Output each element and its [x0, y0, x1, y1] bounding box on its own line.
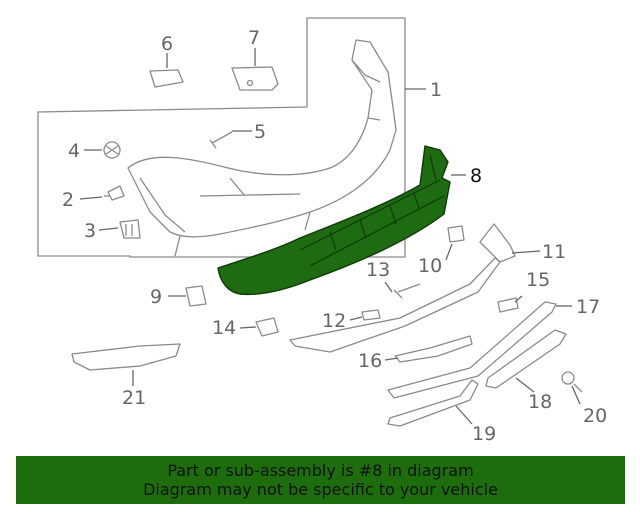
- callout-2: 2: [62, 189, 74, 211]
- callout-8: 8: [470, 165, 482, 187]
- parts-diagram: 1 2 3 4 5 6 7 8 9 10 11 12 13 14 15 16 1…: [37, 17, 607, 445]
- part-9-bracket: [185, 285, 207, 307]
- callout-1: 1: [430, 79, 442, 101]
- notice-banner: Part or sub-assembly is #8 in diagram Di…: [16, 456, 625, 504]
- callout-3: 3: [84, 220, 96, 242]
- part-21-trim: [71, 343, 181, 371]
- callout-7: 7: [248, 27, 260, 49]
- part-14-bracket: [255, 317, 279, 337]
- trim-strip-long: [289, 257, 501, 353]
- callout-18: 18: [528, 391, 552, 413]
- part-16-molding: [394, 335, 473, 363]
- part-3-retainer: [119, 219, 141, 239]
- callout-6: 6: [161, 33, 173, 55]
- banner-line-2: Diagram may not be specific to your vehi…: [143, 480, 498, 499]
- part-20-bolt: [561, 371, 583, 393]
- callout-19: 19: [472, 423, 496, 445]
- callout-11: 11: [542, 241, 566, 263]
- part-6-cap: [149, 69, 184, 88]
- part-2-push-pin: [104, 185, 125, 201]
- part-11-reflector: [479, 223, 516, 263]
- callout-10: 10: [418, 255, 442, 277]
- callout-17: 17: [576, 296, 600, 318]
- part-13-bolt: [393, 283, 421, 299]
- callout-13: 13: [366, 259, 390, 281]
- assembly-outline-box: [37, 17, 406, 258]
- callout-12: 12: [322, 310, 346, 332]
- part-5-screw: [209, 131, 233, 149]
- part-7-bracket: [231, 66, 279, 91]
- callout-15: 15: [526, 269, 550, 291]
- part-10-clip: [447, 225, 465, 243]
- callout-16: 16: [358, 350, 382, 372]
- part-19-trim: [387, 379, 479, 427]
- leader-lines: [79, 48, 581, 425]
- banner-line-1: Part or sub-assembly is #8 in diagram: [167, 461, 474, 480]
- part-15-clip: [497, 297, 519, 313]
- part-12-clip: [361, 309, 381, 321]
- part-18-trim: [485, 329, 567, 389]
- part-8-reinforcement-beam: [217, 145, 451, 296]
- callout-20: 20: [583, 405, 607, 427]
- part-4-clip: [103, 141, 121, 159]
- callout-4: 4: [68, 140, 80, 162]
- callout-9: 9: [150, 286, 162, 308]
- callout-5: 5: [254, 121, 266, 143]
- part-17-strip: [387, 301, 557, 399]
- callout-14: 14: [212, 317, 236, 339]
- callout-21: 21: [122, 387, 146, 409]
- part-1-bumper-cover: [127, 39, 397, 257]
